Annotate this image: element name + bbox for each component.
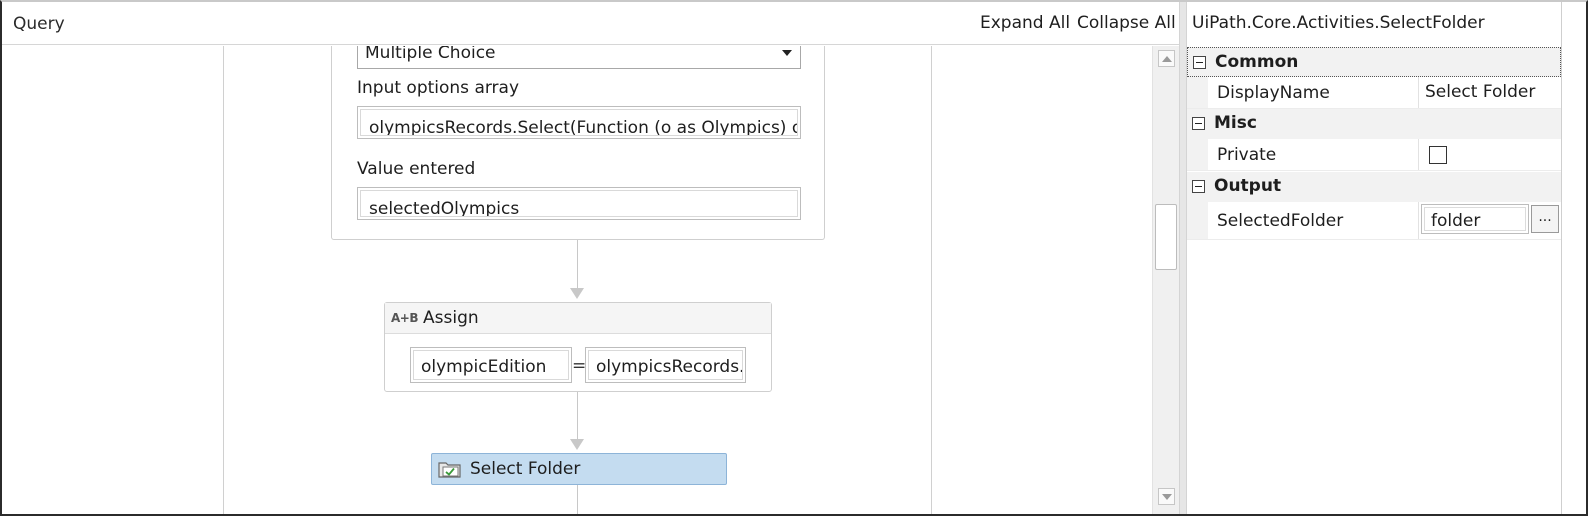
properties-panel: UiPath.Core.Activities.SelectFolder Comm… — [1187, 2, 1561, 514]
column-divider — [1418, 77, 1419, 108]
sequence-border-right — [931, 46, 932, 514]
assign-equals-sign: = — [572, 356, 587, 376]
selectedfolder-input[interactable]: folder — [1421, 204, 1529, 234]
column-divider — [1418, 139, 1419, 170]
flow-connector — [577, 240, 578, 290]
assign-icon: A+B — [391, 311, 419, 325]
flow-arrow-icon — [570, 439, 584, 450]
workflow-designer: Query Expand All Collapse All Multiple C… — [2, 2, 1179, 514]
right-edge-panel — [1561, 2, 1586, 514]
category-misc[interactable]: Misc — [1187, 109, 1561, 139]
row-gutter — [1187, 77, 1208, 108]
expression-editor-button[interactable]: ... — [1531, 205, 1559, 233]
property-row-displayname[interactable]: DisplayName Select Folder — [1187, 77, 1561, 109]
property-value-displayname[interactable]: Select Folder — [1425, 82, 1536, 102]
collapse-icon[interactable] — [1192, 117, 1205, 130]
sequence-border-left — [223, 46, 224, 514]
assign-header: A+B Assign — [385, 303, 771, 334]
properties-title: UiPath.Core.Activities.SelectFolder — [1192, 13, 1485, 33]
assign-value-input[interactable]: olympicsRecords.F — [585, 347, 746, 383]
scroll-up-button[interactable] — [1158, 50, 1175, 67]
designer-header: Query Expand All Collapse All — [2, 2, 1179, 45]
options-array-input[interactable]: olympicsRecords.Select(Function (o as Ol… — [357, 106, 801, 139]
select-folder-title: Select Folder — [470, 459, 581, 479]
flow-connector — [577, 485, 578, 514]
category-output[interactable]: Output — [1187, 172, 1561, 202]
property-name: DisplayName — [1217, 83, 1330, 103]
selectedfolder-value: folder — [1424, 207, 1526, 231]
arrow-down-icon — [1162, 494, 1172, 500]
options-array-value: olympicsRecords.Select(Function (o as Ol… — [360, 109, 798, 136]
value-entered-value: selectedOlympics — [360, 190, 798, 217]
pane-splitter[interactable] — [1179, 2, 1187, 514]
category-common[interactable]: Common — [1187, 47, 1561, 77]
collapse-icon[interactable] — [1192, 180, 1205, 193]
breadcrumb[interactable]: Query — [13, 14, 65, 34]
row-gutter — [1187, 139, 1208, 170]
row-gutter — [1187, 202, 1208, 239]
collapse-icon[interactable] — [1193, 56, 1206, 69]
private-checkbox[interactable] — [1429, 146, 1447, 164]
value-entered-label: Value entered — [357, 159, 476, 179]
folder-check-icon — [438, 462, 461, 478]
select-folder-activity[interactable]: Select Folder — [431, 453, 727, 485]
flow-connector — [577, 392, 578, 440]
assign-to-input[interactable]: olympicEdition — [410, 347, 572, 383]
category-label: Output — [1214, 176, 1282, 196]
property-name: SelectedFolder — [1217, 211, 1344, 231]
dropdown-caret-icon — [782, 50, 792, 56]
assign-title: Assign — [423, 308, 479, 328]
column-divider — [1418, 202, 1419, 239]
assign-to-value: olympicEdition — [413, 350, 569, 380]
scroll-thumb[interactable] — [1155, 204, 1177, 270]
value-entered-input[interactable]: selectedOlympics — [357, 187, 801, 220]
input-type-dropdown[interactable]: Multiple Choice — [357, 46, 801, 69]
property-row-private[interactable]: Private — [1187, 139, 1561, 171]
designer-canvas[interactable]: Multiple Choice Input options array olym… — [2, 46, 1152, 514]
assign-activity[interactable]: A+B Assign olympicEdition = olympicsReco… — [384, 302, 772, 392]
assign-value-value: olympicsRecords.F — [588, 350, 743, 380]
options-array-label: Input options array — [357, 78, 520, 98]
input-type-value: Multiple Choice — [365, 46, 496, 63]
property-row-selectedfolder[interactable]: SelectedFolder folder ... — [1187, 202, 1561, 240]
property-name: Private — [1217, 145, 1277, 165]
scroll-down-button[interactable] — [1158, 488, 1175, 505]
category-label: Misc — [1214, 113, 1257, 133]
designer-scrollbar[interactable] — [1152, 46, 1179, 514]
expand-all-button[interactable]: Expand All — [980, 13, 1071, 33]
input-dialog-activity[interactable]: Multiple Choice Input options array olym… — [331, 46, 825, 240]
arrow-up-icon — [1162, 56, 1172, 62]
category-label: Common — [1215, 52, 1299, 72]
flow-arrow-icon — [570, 288, 584, 299]
collapse-all-button[interactable]: Collapse All — [1077, 13, 1176, 33]
